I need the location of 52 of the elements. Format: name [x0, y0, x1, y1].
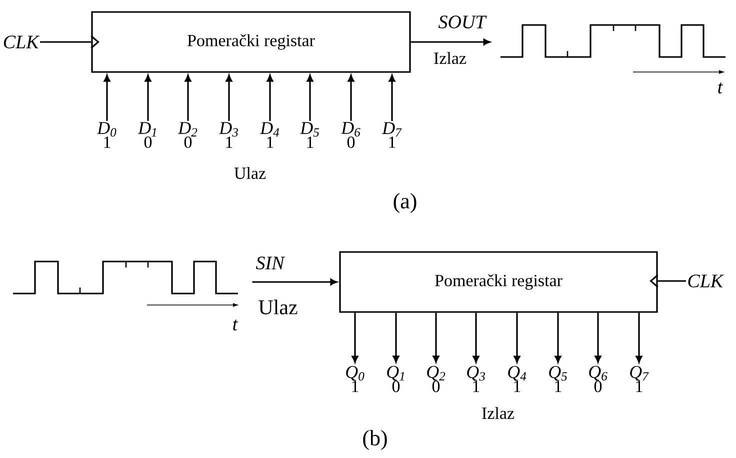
- arrow: [392, 312, 400, 363]
- arrow: [388, 74, 396, 121]
- arrow: [144, 74, 152, 121]
- arrow: [266, 74, 274, 121]
- bit-label: D$_{4}$ 1: [260, 122, 280, 148]
- bit-label: D$_{6}$ 0: [340, 122, 360, 148]
- edge-label: SIN: [256, 256, 286, 270]
- bit-label: Q$_{7}$ 1: [630, 366, 649, 392]
- arrow: [554, 312, 562, 363]
- arrow: [184, 74, 192, 121]
- arrow: [348, 74, 354, 121]
- arrow: [252, 278, 338, 286]
- signal-label: CLK: [4, 36, 40, 48]
- register-box: Pomerački registar: [339, 251, 658, 313]
- edge-label: SOUT: [438, 16, 487, 28]
- arrow: [594, 312, 602, 363]
- text-label: Izlaz: [434, 52, 466, 64]
- text-label: t: [233, 320, 238, 330]
- bit-label: Q$_{6}$ 0: [589, 366, 608, 392]
- waveform-drawing: [500, 24, 726, 58]
- bit-label: Q$_{1}$ 0: [387, 366, 404, 392]
- arrow: [352, 312, 358, 363]
- bit-label: Q$_{0}$ 1: [346, 366, 364, 392]
- text-label: Izlaz: [482, 407, 514, 419]
- bit-label: D$_{7}$ 1: [382, 122, 402, 148]
- arrow: [39, 35, 100, 49]
- bit-label: D$_{5}$ 1: [300, 122, 320, 148]
- bit-label: Q$_{3}$ 1: [467, 366, 485, 392]
- text-label: t: [718, 82, 724, 94]
- bit-label: Q$_{2}$ 0: [427, 366, 446, 392]
- bit-label: Q$_{5}$ 1: [549, 366, 568, 392]
- bit-label: D$_{0}$ 1: [96, 122, 116, 148]
- arrow: [650, 274, 687, 288]
- arrow: [636, 312, 642, 363]
- arrow: [104, 74, 110, 121]
- bit-label: D$_{2}$ 0: [178, 122, 198, 148]
- signal-label: CLK: [688, 274, 724, 288]
- arrow: [472, 312, 480, 363]
- bit-label: D$_{3}$ 1: [218, 122, 238, 148]
- bit-label: D$_{1}$ 0: [138, 122, 156, 148]
- text-label: (b): [363, 430, 387, 450]
- arrow: [306, 74, 314, 121]
- text-label: Ulaz: [258, 300, 298, 314]
- arrow: [432, 312, 440, 363]
- bit-label: Q$_{4}$ 1: [508, 366, 526, 392]
- register-box: Pomerački registar: [91, 11, 411, 73]
- arrow: [410, 38, 490, 46]
- text-label: (a): [394, 193, 416, 213]
- waveform-drawing: [13, 260, 238, 294]
- text-label: Ulaz: [234, 167, 266, 179]
- arrow: [514, 312, 520, 363]
- arrow: [226, 74, 232, 121]
